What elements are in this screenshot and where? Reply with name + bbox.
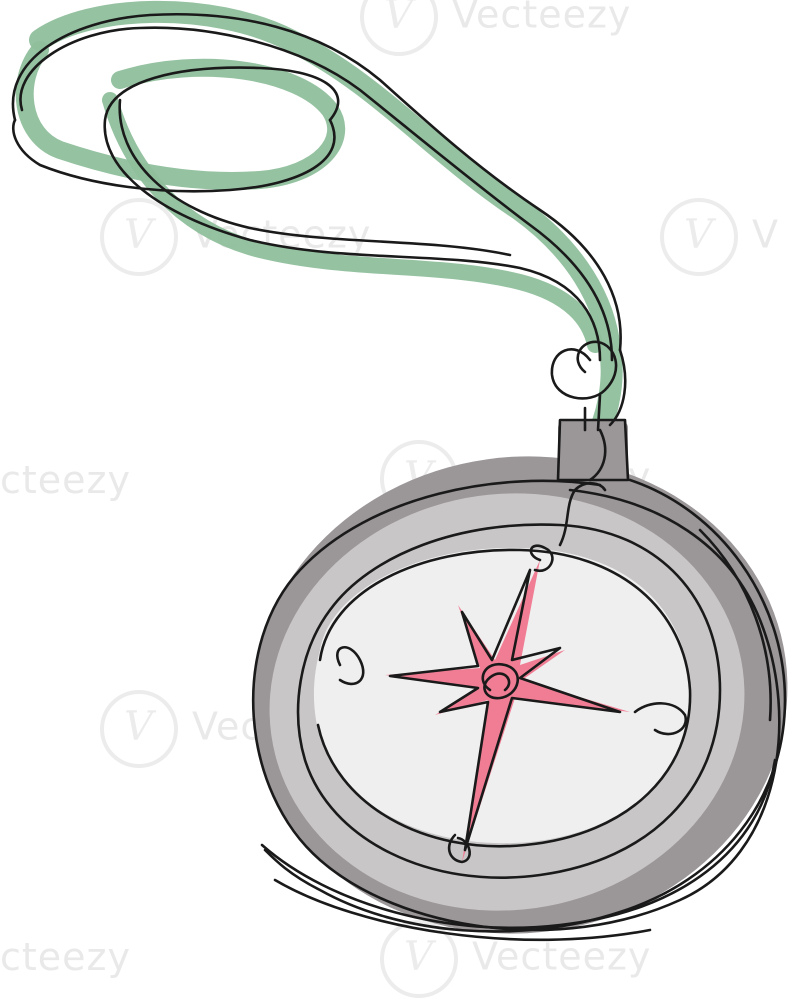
ink-line-icon xyxy=(11,13,787,942)
